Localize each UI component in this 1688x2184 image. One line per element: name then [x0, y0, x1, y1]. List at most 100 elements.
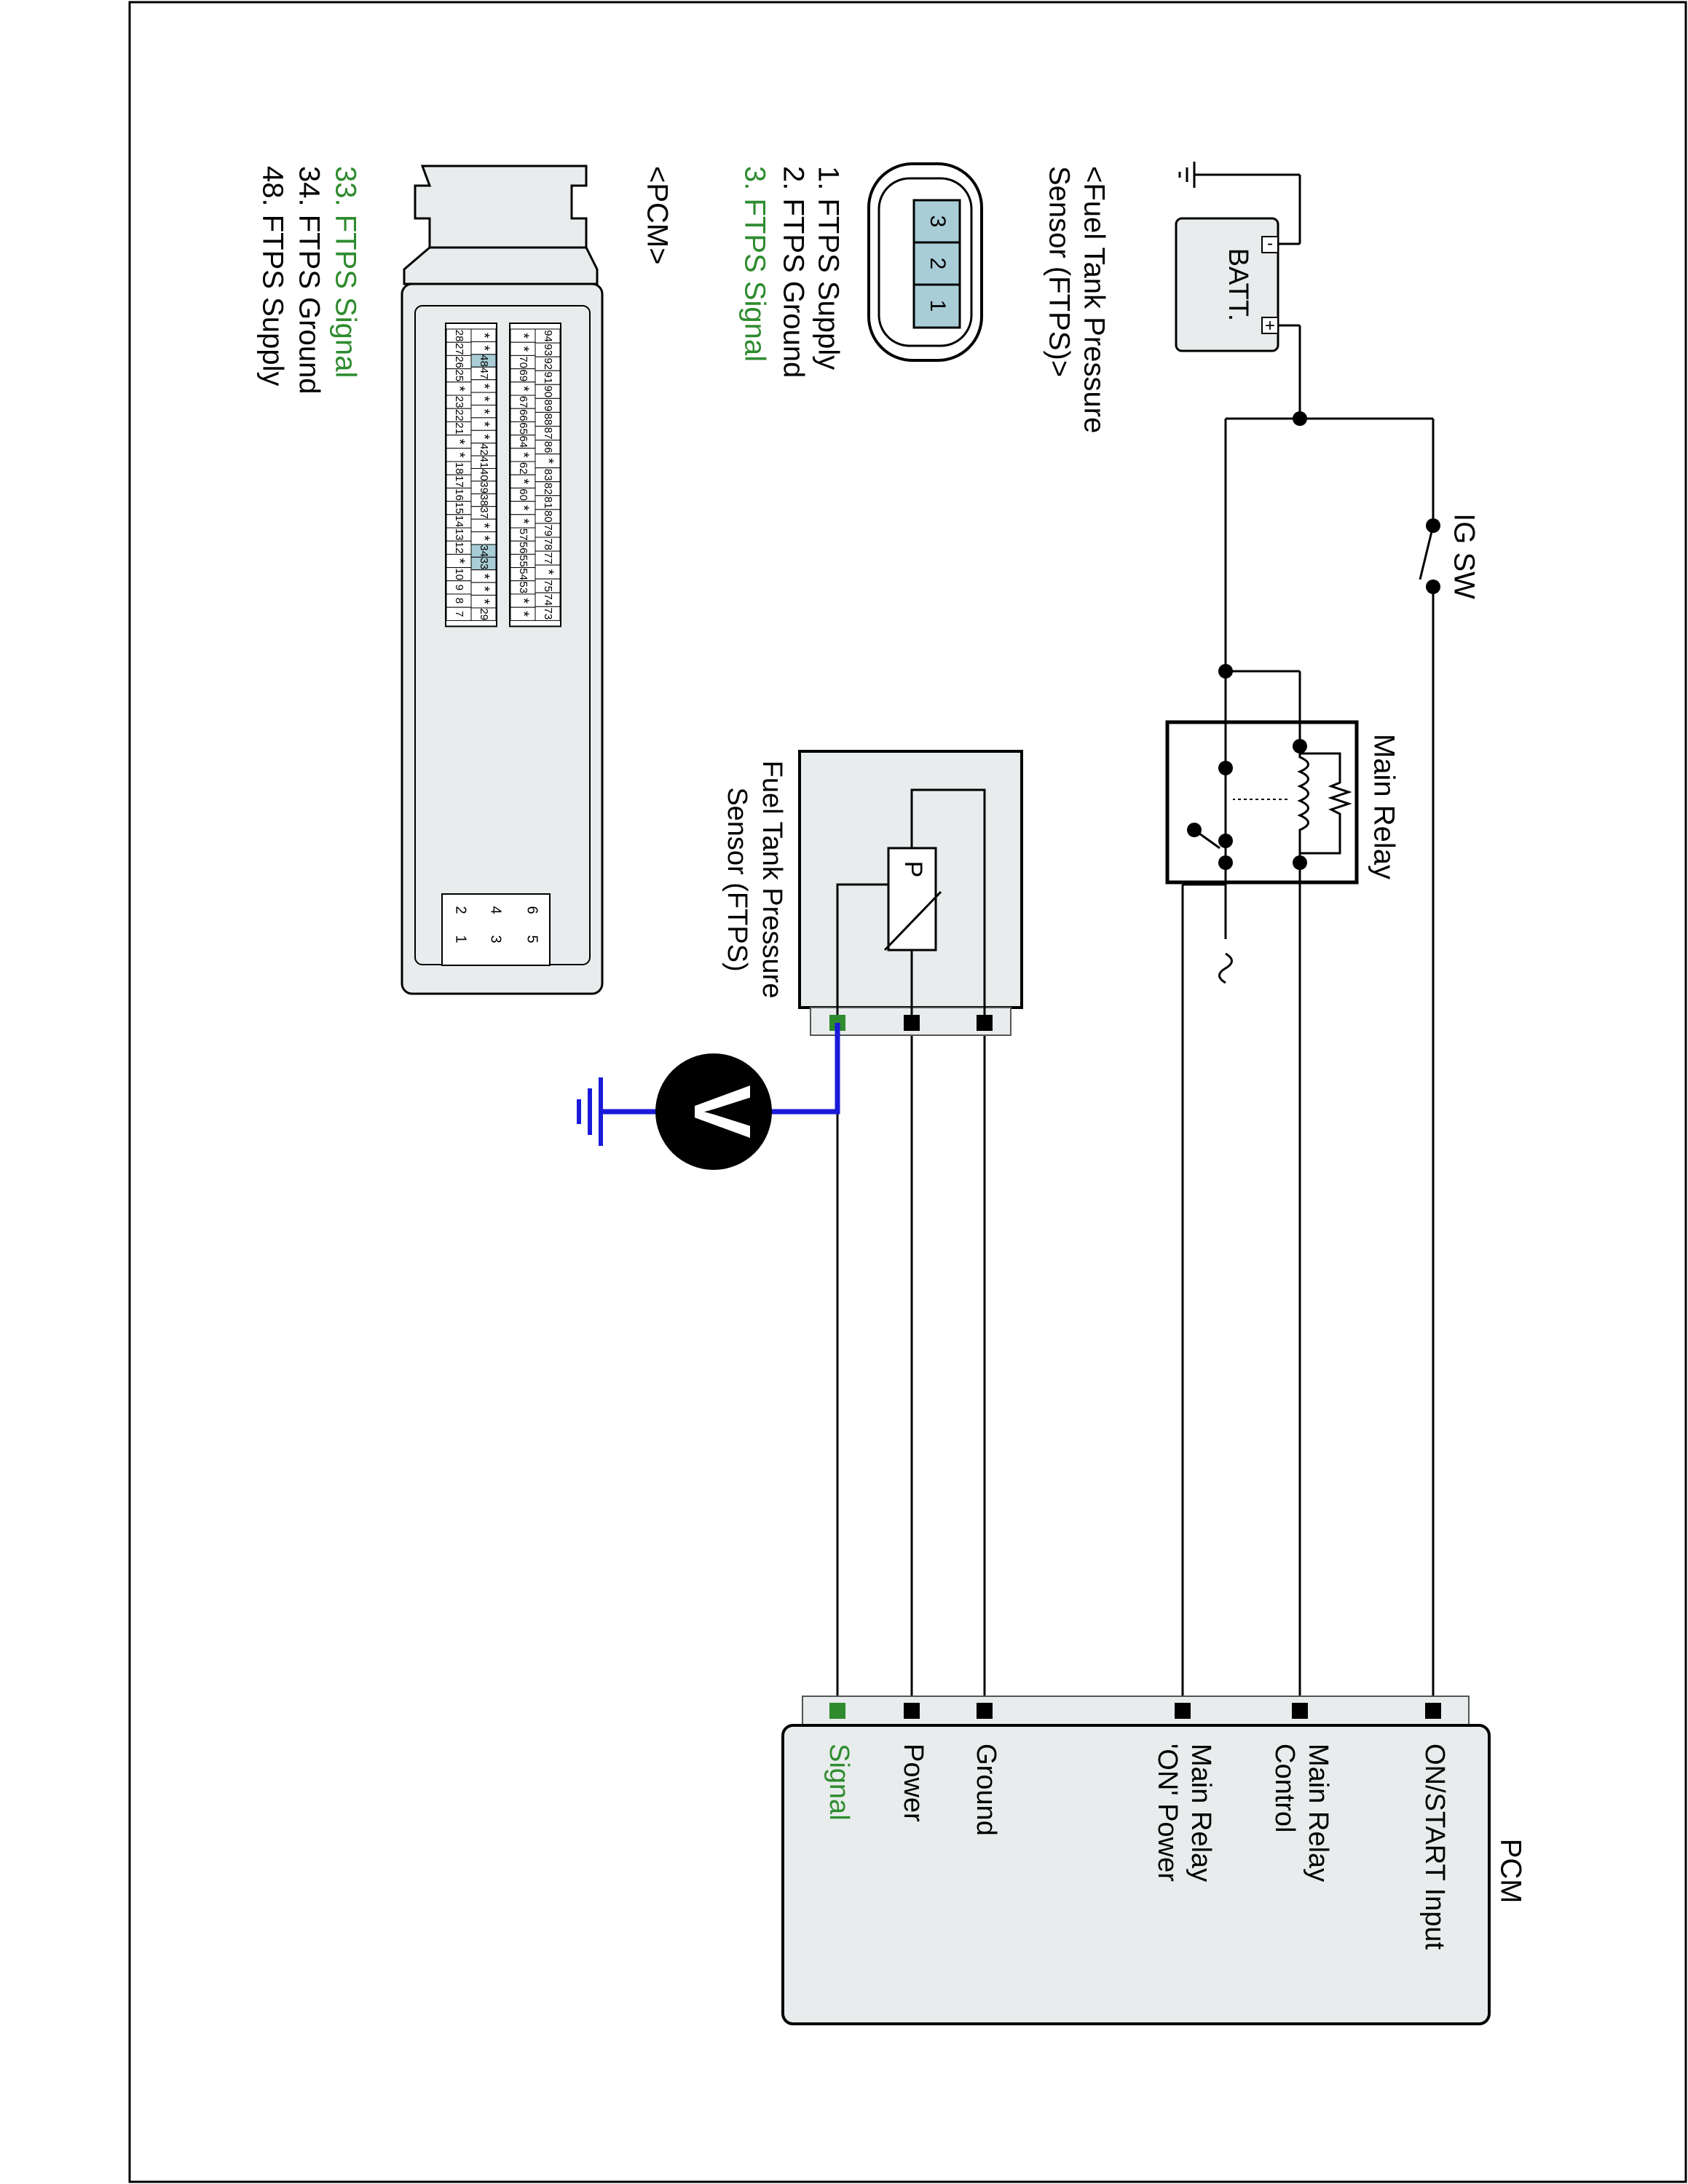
pcm-pin-label: 9	[453, 585, 465, 590]
pcm-legend-48: 48. FTPS Supply	[256, 166, 288, 386]
pcm-pin-label: 75	[542, 579, 554, 592]
pcm-pin-label: 91	[542, 371, 554, 384]
pcm-pin-label: *	[476, 586, 492, 592]
pcm-pin-label: 17	[453, 475, 465, 488]
pcm-aux-pin-label: 2	[453, 906, 469, 914]
pcm-pin-label: 55	[517, 555, 529, 567]
pcm-pin-label: 94	[542, 330, 554, 342]
pcm-pin-label: 90	[542, 385, 554, 397]
voltmeter: V	[577, 1023, 840, 1170]
pcm-pin-label: 10	[453, 568, 465, 580]
pcm-pin-power	[904, 1703, 920, 1719]
pcm-pin-label: 62	[517, 462, 529, 475]
pcm-aux-pin-label: 5	[524, 935, 540, 943]
pcm-pin-label: *	[451, 558, 468, 564]
batt-label: BATT.	[1223, 248, 1253, 322]
ftps-legend-3: 3. FTPS Signal	[738, 166, 770, 362]
pcm-pin-label: *	[540, 458, 556, 464]
ftps-ground-path	[910, 788, 986, 1023]
pcm-pin-label: 88	[542, 414, 554, 426]
pcm-pin-label: 15	[453, 502, 465, 514]
pcm-pin-label: 26	[453, 356, 465, 368]
pcm-pin-label: 64	[517, 435, 529, 448]
pcm-pin-label: 29	[478, 608, 490, 620]
pcm-title: PCM	[1494, 1839, 1526, 1904]
pcm-pin-ground	[977, 1703, 993, 1719]
pcm-connector-legend: 33. FTPS Signal 34. FTPS Ground 48. FTPS…	[256, 166, 361, 394]
pcm-pin-label: *	[476, 422, 492, 427]
ftps-connector-pin-3: 3	[926, 215, 950, 228]
pcm-pin-signal	[829, 1703, 845, 1719]
pcm-pin-cell	[446, 606, 472, 621]
pcm-pin-label: 18	[453, 462, 465, 475]
pcm-pin-label: 48	[478, 355, 490, 367]
pcm-pin-label: 56	[517, 542, 529, 554]
pcm-terminal-relay-control-2: Control	[1269, 1744, 1300, 1833]
batt-plus: +	[1265, 316, 1275, 336]
junction-dots	[1187, 411, 1307, 870]
pcm-pin-label: *	[476, 396, 492, 402]
pcm-pin-label: *	[516, 346, 532, 352]
pcm-pin-label: 70	[517, 356, 529, 368]
pcm-pin-label: 74	[542, 593, 554, 606]
pcm-pin-label: 25	[453, 369, 465, 381]
pcm-pin-label: *	[540, 569, 556, 575]
pcm-pin-label: 92	[542, 357, 554, 370]
relay-resistor	[1300, 752, 1352, 855]
voltmeter-lead	[768, 1023, 840, 1115]
pcm-pin-label: *	[516, 478, 532, 484]
ftps-pin-power	[904, 1015, 920, 1031]
pcm-pin-label: *	[476, 434, 492, 440]
pcm-connector-inner	[414, 305, 591, 965]
pcm-pin-label: *	[476, 574, 492, 579]
pcm-aux-pin-label: 1	[453, 935, 469, 943]
pcm-pin-label: 86	[542, 441, 554, 454]
pcm-pin-label: 83	[542, 469, 554, 481]
pcm-pin-label: 37	[478, 507, 490, 519]
pcm-terminal-on-start: ON/START Input	[1419, 1744, 1450, 1950]
pcm-pin-label: *	[476, 383, 492, 389]
pcm-pin-relay-on-power	[1175, 1703, 1191, 1719]
pcm-pin-label: 14	[453, 515, 465, 528]
pcm-pin-label: *	[516, 386, 532, 392]
ftps-title-line-2: Sensor (FTPS)	[722, 787, 752, 971]
ftps-element-label: P	[899, 861, 927, 878]
pcm-pin-label: 53	[517, 582, 529, 594]
pcm-pin-label: *	[516, 598, 532, 604]
ftps-legend-2: 2. FTPS Ground	[777, 166, 809, 378]
pcm-terminal-ground: Ground	[971, 1744, 1001, 1836]
batt-minus: -	[1267, 234, 1273, 253]
pcm-terminal-relay-on-power-1: Main Relay	[1186, 1744, 1216, 1882]
pcm-legend-34: 34. FTPS Ground	[293, 166, 325, 394]
pcm-pin-relay-control	[1292, 1703, 1308, 1719]
pcm-pin-label: 41	[478, 456, 490, 468]
pcm-pin-on-start	[1425, 1703, 1441, 1719]
pcm-pin-label: *	[476, 333, 492, 339]
pcm-block: PCM ON/START Input Main Relay Control Ma…	[781, 1696, 1526, 2025]
ftps-sensor: P Fuel Tank Pressure Sensor (FTPS)	[722, 750, 1023, 1036]
pcm-pin-label: 78	[542, 538, 554, 550]
pcm-connector-title: <PCM>	[641, 166, 673, 265]
pcm-pin-label: *	[516, 505, 532, 511]
battery: - + BATT.	[1175, 217, 1279, 352]
pcm-pin-label: 13	[453, 529, 465, 541]
pcm-pin-label: *	[476, 598, 492, 604]
voltmeter-symbol: V	[677, 1085, 767, 1138]
pcm-pin-label: 80	[542, 510, 554, 523]
pcm-aux-pin-label: 3	[488, 935, 504, 943]
pcm-terminal-relay-control-1: Main Relay	[1303, 1744, 1333, 1882]
pcm-pin-label: 65	[517, 422, 529, 435]
ftps-connector-title-1: <Fuel Tank Pressure	[1078, 166, 1110, 433]
pcm-pin-label: *	[476, 523, 492, 529]
ftps-connector-text: <Fuel Tank Pressure Sensor (FTPS)> 1. FT…	[738, 166, 1110, 433]
page-frame	[128, 1, 1687, 2183]
pcm-aux-pin-label: 4	[488, 906, 504, 914]
pcm-pin-label: 47	[478, 368, 490, 380]
main-relay-label: Main Relay	[1368, 734, 1400, 879]
pcm-pin-label: 21	[453, 422, 465, 435]
pcm-pin-label: *	[516, 333, 532, 339]
pcm-pin-label: 69	[517, 369, 529, 381]
pcm-pin-label: *	[516, 518, 532, 524]
pcm-pin-grid: 949392919089888786*83828180797877*757473…	[445, 323, 561, 943]
pcm-terminal-labels: ON/START Input Main Relay Control Main R…	[824, 1744, 1450, 1950]
